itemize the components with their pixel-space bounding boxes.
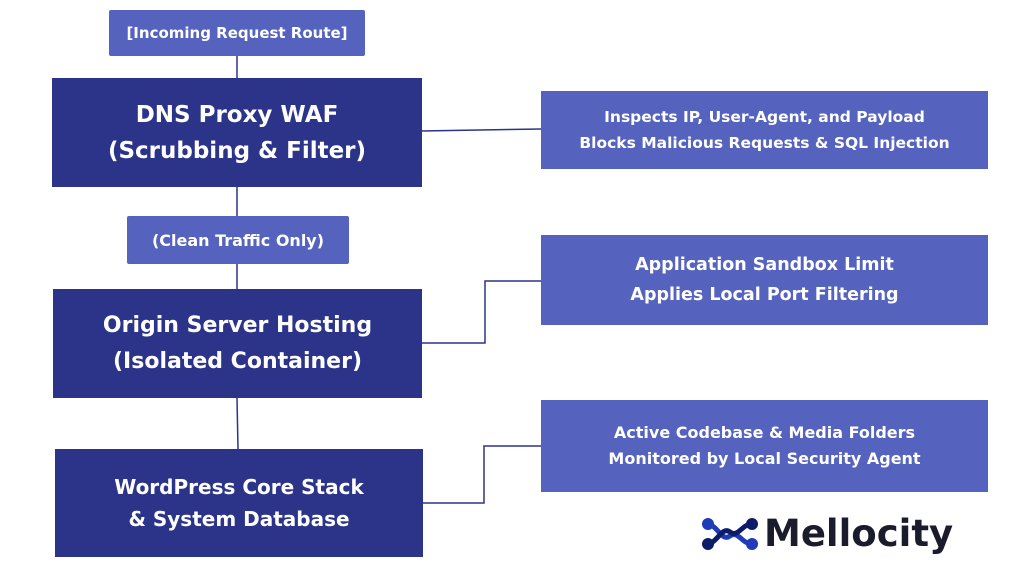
wordpress-note-line1: Active Codebase & Media Folders xyxy=(613,423,916,442)
waf-note-line2: Blocks Malicious Requests & SQL Injectio… xyxy=(579,134,950,152)
origin-line1: Origin Server Hosting xyxy=(102,312,373,338)
wordpress-line2: & System Database xyxy=(128,507,350,531)
incoming-route-text: [Incoming Request Route] xyxy=(126,24,348,42)
connector-origin-to-wordpress xyxy=(236,397,239,450)
dns-proxy-waf-box: DNS Proxy WAF (Scrubbing & Filter) xyxy=(52,78,422,187)
wordpress-note-line2: Monitored by Local Security Agent xyxy=(608,449,921,468)
connector-wordpress-to-note xyxy=(423,445,541,504)
waf-note-box: Inspects IP, User-Agent, and Payload Blo… xyxy=(541,91,988,169)
wordpress-note-box: Active Codebase & Media Folders Monitore… xyxy=(541,400,988,492)
wordpress-core-box: WordPress Core Stack & System Database xyxy=(55,449,423,557)
connector-origin-to-note xyxy=(421,280,541,344)
mellocity-logo: Mellocity xyxy=(700,512,953,555)
origin-note-line1: Application Sandbox Limit xyxy=(635,255,894,275)
waf-note-line1: Inspects IP, User-Agent, and Payload xyxy=(604,108,925,126)
connector-waf-to-note xyxy=(420,128,542,132)
waf-line2: (Scrubbing & Filter) xyxy=(107,137,367,164)
wordpress-line1: WordPress Core Stack xyxy=(114,475,364,499)
origin-note-box: Application Sandbox Limit Applies Local … xyxy=(541,235,988,325)
waf-line1: DNS Proxy WAF xyxy=(135,101,339,128)
clean-traffic-label: (Clean Traffic Only) xyxy=(127,216,349,264)
origin-note-line2: Applies Local Port Filtering xyxy=(630,285,899,305)
incoming-route-label: [Incoming Request Route] xyxy=(109,10,365,56)
mellocity-logo-text: Mellocity xyxy=(764,512,954,555)
mellocity-logo-icon xyxy=(702,517,758,550)
origin-server-box: Origin Server Hosting (Isolated Containe… xyxy=(53,289,422,398)
clean-traffic-text: (Clean Traffic Only) xyxy=(151,230,325,250)
origin-line2: (Isolated Container) xyxy=(113,348,362,374)
